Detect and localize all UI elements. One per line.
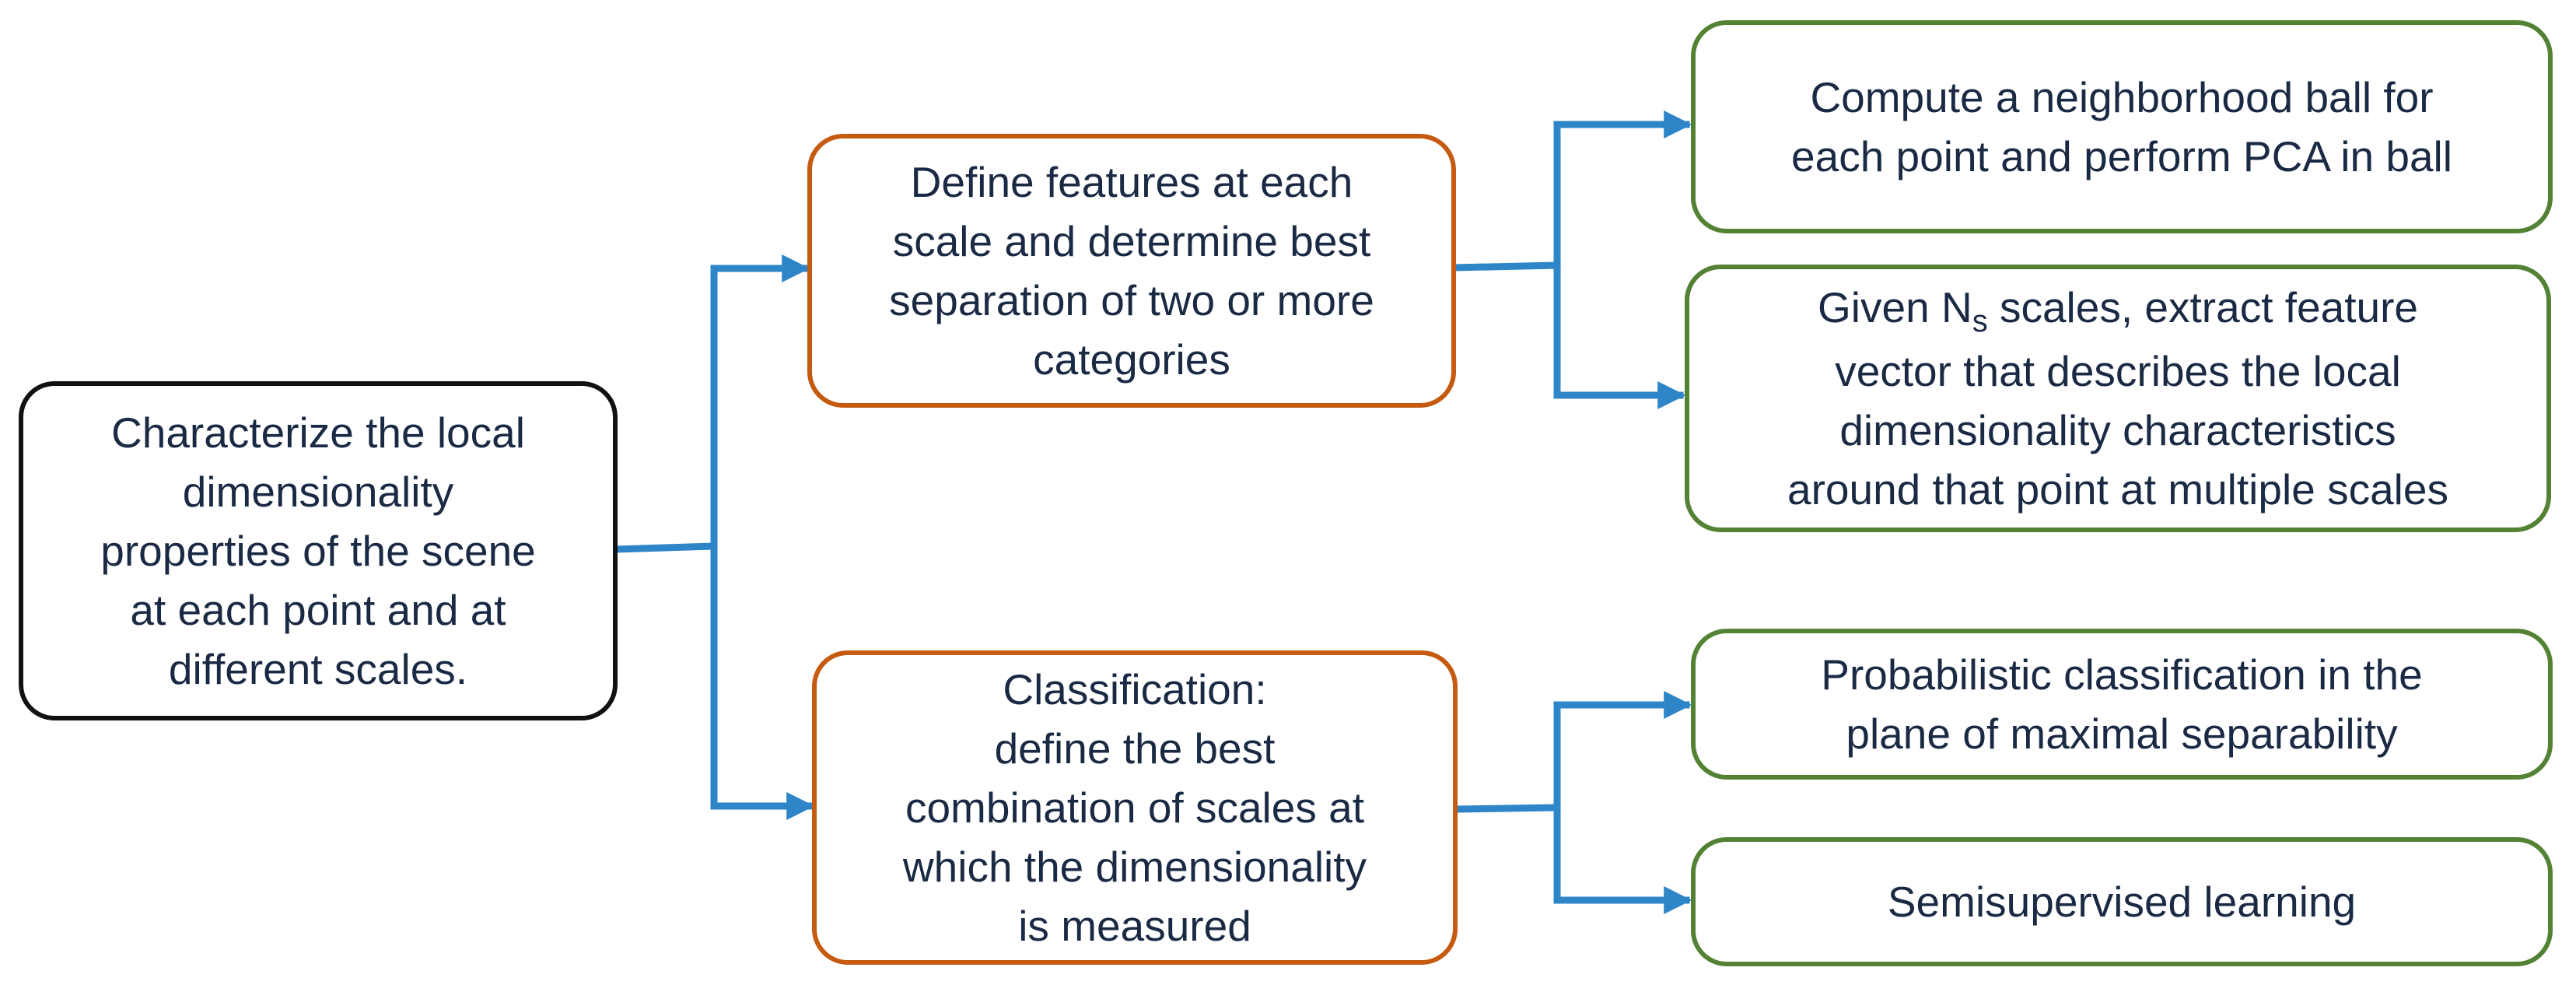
features-line-3: separation of two or more — [889, 276, 1374, 324]
pca-line-2: each point and perform PCA in ball — [1791, 132, 2452, 181]
n-symbol: N — [1941, 283, 1972, 331]
root-line-4: at each point and at — [130, 586, 506, 634]
feature-vector-line-1: Given Ns scales, extract feature — [1817, 283, 2418, 338]
semisupervised-text: Semisupervised learning — [1888, 872, 2356, 931]
classification-line-1: Classification: — [1003, 665, 1267, 713]
classification-node: Classification: define the best combinat… — [812, 650, 1458, 965]
pca-node: Compute a neighborhood ball for each poi… — [1691, 20, 2553, 233]
define-features-text: Define features at each scale and determ… — [889, 152, 1374, 389]
classification-line-5: is measured — [1018, 902, 1251, 950]
semisupervised-line-1: Semisupervised learning — [1887, 878, 2357, 926]
semisupervised-node: Semisupervised learning — [1691, 837, 2553, 966]
pca-text: Compute a neighborhood ball for each poi… — [1791, 68, 2452, 186]
features-line-2: scale and determine best — [892, 217, 1371, 265]
root-line-1: Characterize the local — [111, 408, 525, 457]
connector-classification-stem — [1452, 804, 1561, 813]
probabilistic-text: Probabilistic classification in the plan… — [1821, 645, 2422, 763]
connector-features-stem — [1451, 261, 1561, 272]
define-features-node: Define features at each scale and determ… — [807, 134, 1456, 408]
root-node: Characterize the local dimensionality pr… — [19, 381, 618, 720]
classification-line-3: combination of scales at — [905, 783, 1365, 832]
connector-root-stem — [612, 542, 718, 553]
classification-line-2: define the best — [994, 724, 1276, 773]
feature-vector-node: Given Ns scales, extract feature vector … — [1685, 265, 2551, 532]
root-node-text: Characterize the local dimensionality pr… — [100, 403, 536, 699]
root-line-3: properties of the scene — [100, 527, 536, 575]
feature-vector-line-3: dimensionality characteristics — [1839, 406, 2396, 454]
feature-vector-line-2: vector that describes the local — [1835, 347, 2401, 395]
feature-vector-line-4: around that point at multiple scales — [1787, 465, 2448, 514]
classification-text: Classification: define the best combinat… — [903, 660, 1367, 955]
root-line-5: different scales. — [168, 645, 468, 693]
root-line-2: dimensionality — [182, 468, 454, 516]
probabilistic-line-2: plane of maximal separability — [1846, 710, 2398, 758]
features-line-1: Define features at each — [910, 158, 1353, 206]
classification-line-4: which the dimensionality — [902, 843, 1367, 891]
feature-vector-text: Given Ns scales, extract feature vector … — [1787, 278, 2448, 519]
probabilistic-line-1: Probabilistic classification in the — [1821, 650, 2423, 699]
probabilistic-classification-node: Probabilistic classification in the plan… — [1691, 629, 2553, 780]
pca-line-1: Compute a neighborhood ball for — [1810, 73, 2434, 121]
n-subscript: s — [1972, 304, 1988, 338]
features-line-4: categories — [1033, 335, 1230, 384]
